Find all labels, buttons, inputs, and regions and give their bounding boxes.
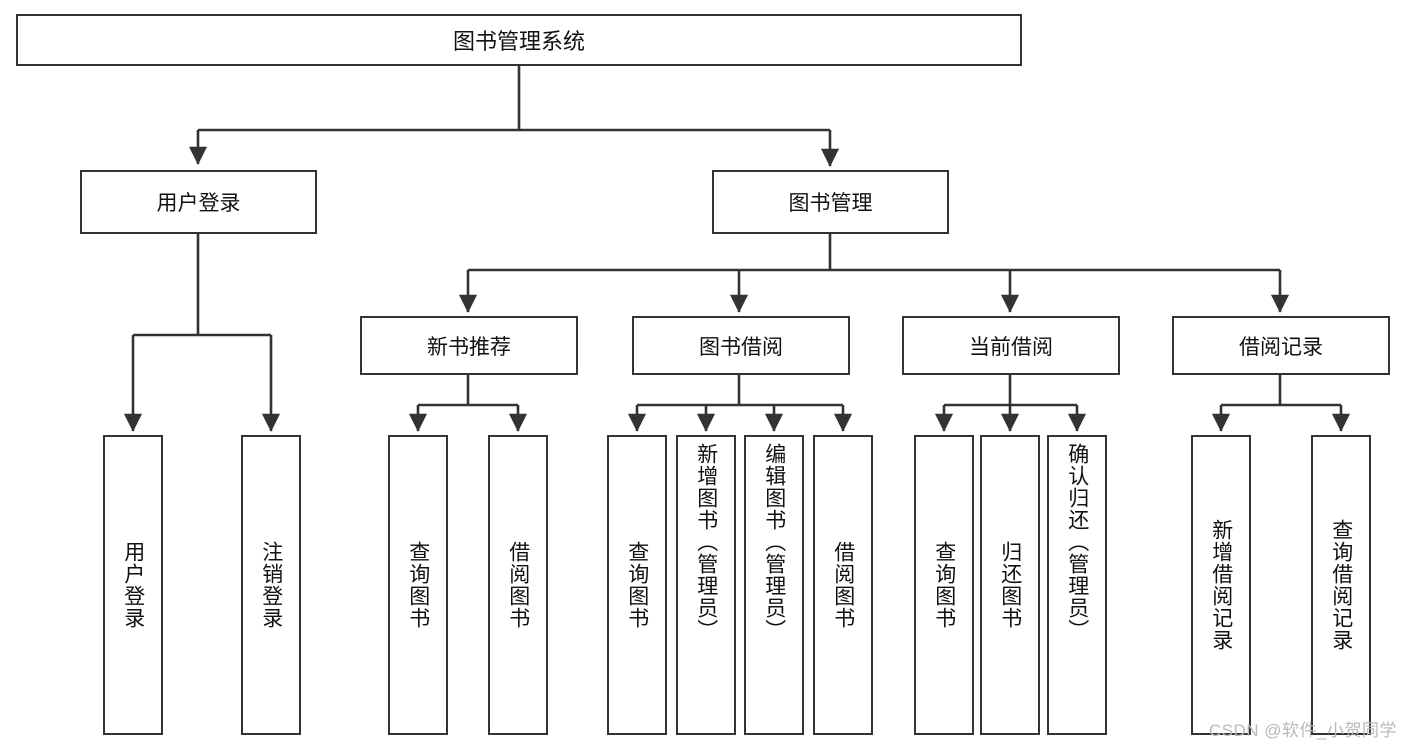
node-leaf-add-book[interactable]: 新增图书（管理员）: [676, 435, 736, 735]
node-leaf-user-login[interactable]: 用户登录: [103, 435, 163, 735]
node-leaf-confirm-return-label: 确认归还（管理员）: [1065, 443, 1089, 641]
node-borrow-record[interactable]: 借阅记录: [1172, 316, 1390, 375]
node-leaf-add-record[interactable]: 新增借阅记录: [1191, 435, 1251, 735]
node-leaf-borrow-book-1-label: 借阅图书: [506, 541, 530, 629]
node-book-borrow-label: 图书借阅: [699, 335, 783, 359]
node-leaf-query-book-2[interactable]: 查询图书: [607, 435, 667, 735]
node-leaf-logout-login-label: 注销登录: [259, 541, 283, 629]
node-current-borrow[interactable]: 当前借阅: [902, 316, 1120, 375]
node-leaf-return-book-label: 归还图书: [998, 541, 1022, 629]
csdn-watermark: CSDN @软件_小贺同学: [1208, 721, 1397, 740]
node-root[interactable]: 图书管理系统: [16, 14, 1022, 66]
node-leaf-query-record-label: 查询借阅记录: [1329, 519, 1353, 651]
node-book-borrow[interactable]: 图书借阅: [632, 316, 850, 375]
node-leaf-query-book-1[interactable]: 查询图书: [388, 435, 448, 735]
node-leaf-query-book-3-label: 查询图书: [932, 541, 956, 629]
node-leaf-query-book-2-label: 查询图书: [625, 541, 649, 629]
node-book-management[interactable]: 图书管理: [712, 170, 949, 234]
node-leaf-query-book-3[interactable]: 查询图书: [914, 435, 974, 735]
node-current-borrow-label: 当前借阅: [969, 335, 1053, 359]
node-user-login[interactable]: 用户登录: [80, 170, 317, 234]
node-leaf-return-book[interactable]: 归还图书: [980, 435, 1040, 735]
node-user-login-label: 用户登录: [156, 192, 241, 215]
node-leaf-user-login-label: 用户登录: [121, 541, 145, 629]
node-book-management-label: 图书管理: [788, 192, 873, 215]
node-leaf-borrow-book-2[interactable]: 借阅图书: [813, 435, 873, 735]
node-leaf-query-record[interactable]: 查询借阅记录: [1311, 435, 1371, 735]
node-leaf-query-book-1-label: 查询图书: [406, 541, 430, 629]
node-new-book-recommend-label: 新书推荐: [427, 335, 511, 359]
node-leaf-borrow-book-1[interactable]: 借阅图书: [488, 435, 548, 735]
node-new-book-recommend[interactable]: 新书推荐: [360, 316, 578, 375]
node-leaf-logout-login[interactable]: 注销登录: [241, 435, 301, 735]
node-leaf-confirm-return[interactable]: 确认归还（管理员）: [1047, 435, 1107, 735]
node-leaf-edit-book-label: 编辑图书（管理员）: [762, 443, 786, 641]
node-leaf-edit-book[interactable]: 编辑图书（管理员）: [744, 435, 804, 735]
node-root-label: 图书管理系统: [452, 29, 585, 54]
node-leaf-add-book-label: 新增图书（管理员）: [694, 443, 718, 641]
node-leaf-add-record-label: 新增借阅记录: [1209, 519, 1233, 651]
node-leaf-borrow-book-2-label: 借阅图书: [831, 541, 855, 629]
node-borrow-record-label: 借阅记录: [1239, 335, 1323, 359]
